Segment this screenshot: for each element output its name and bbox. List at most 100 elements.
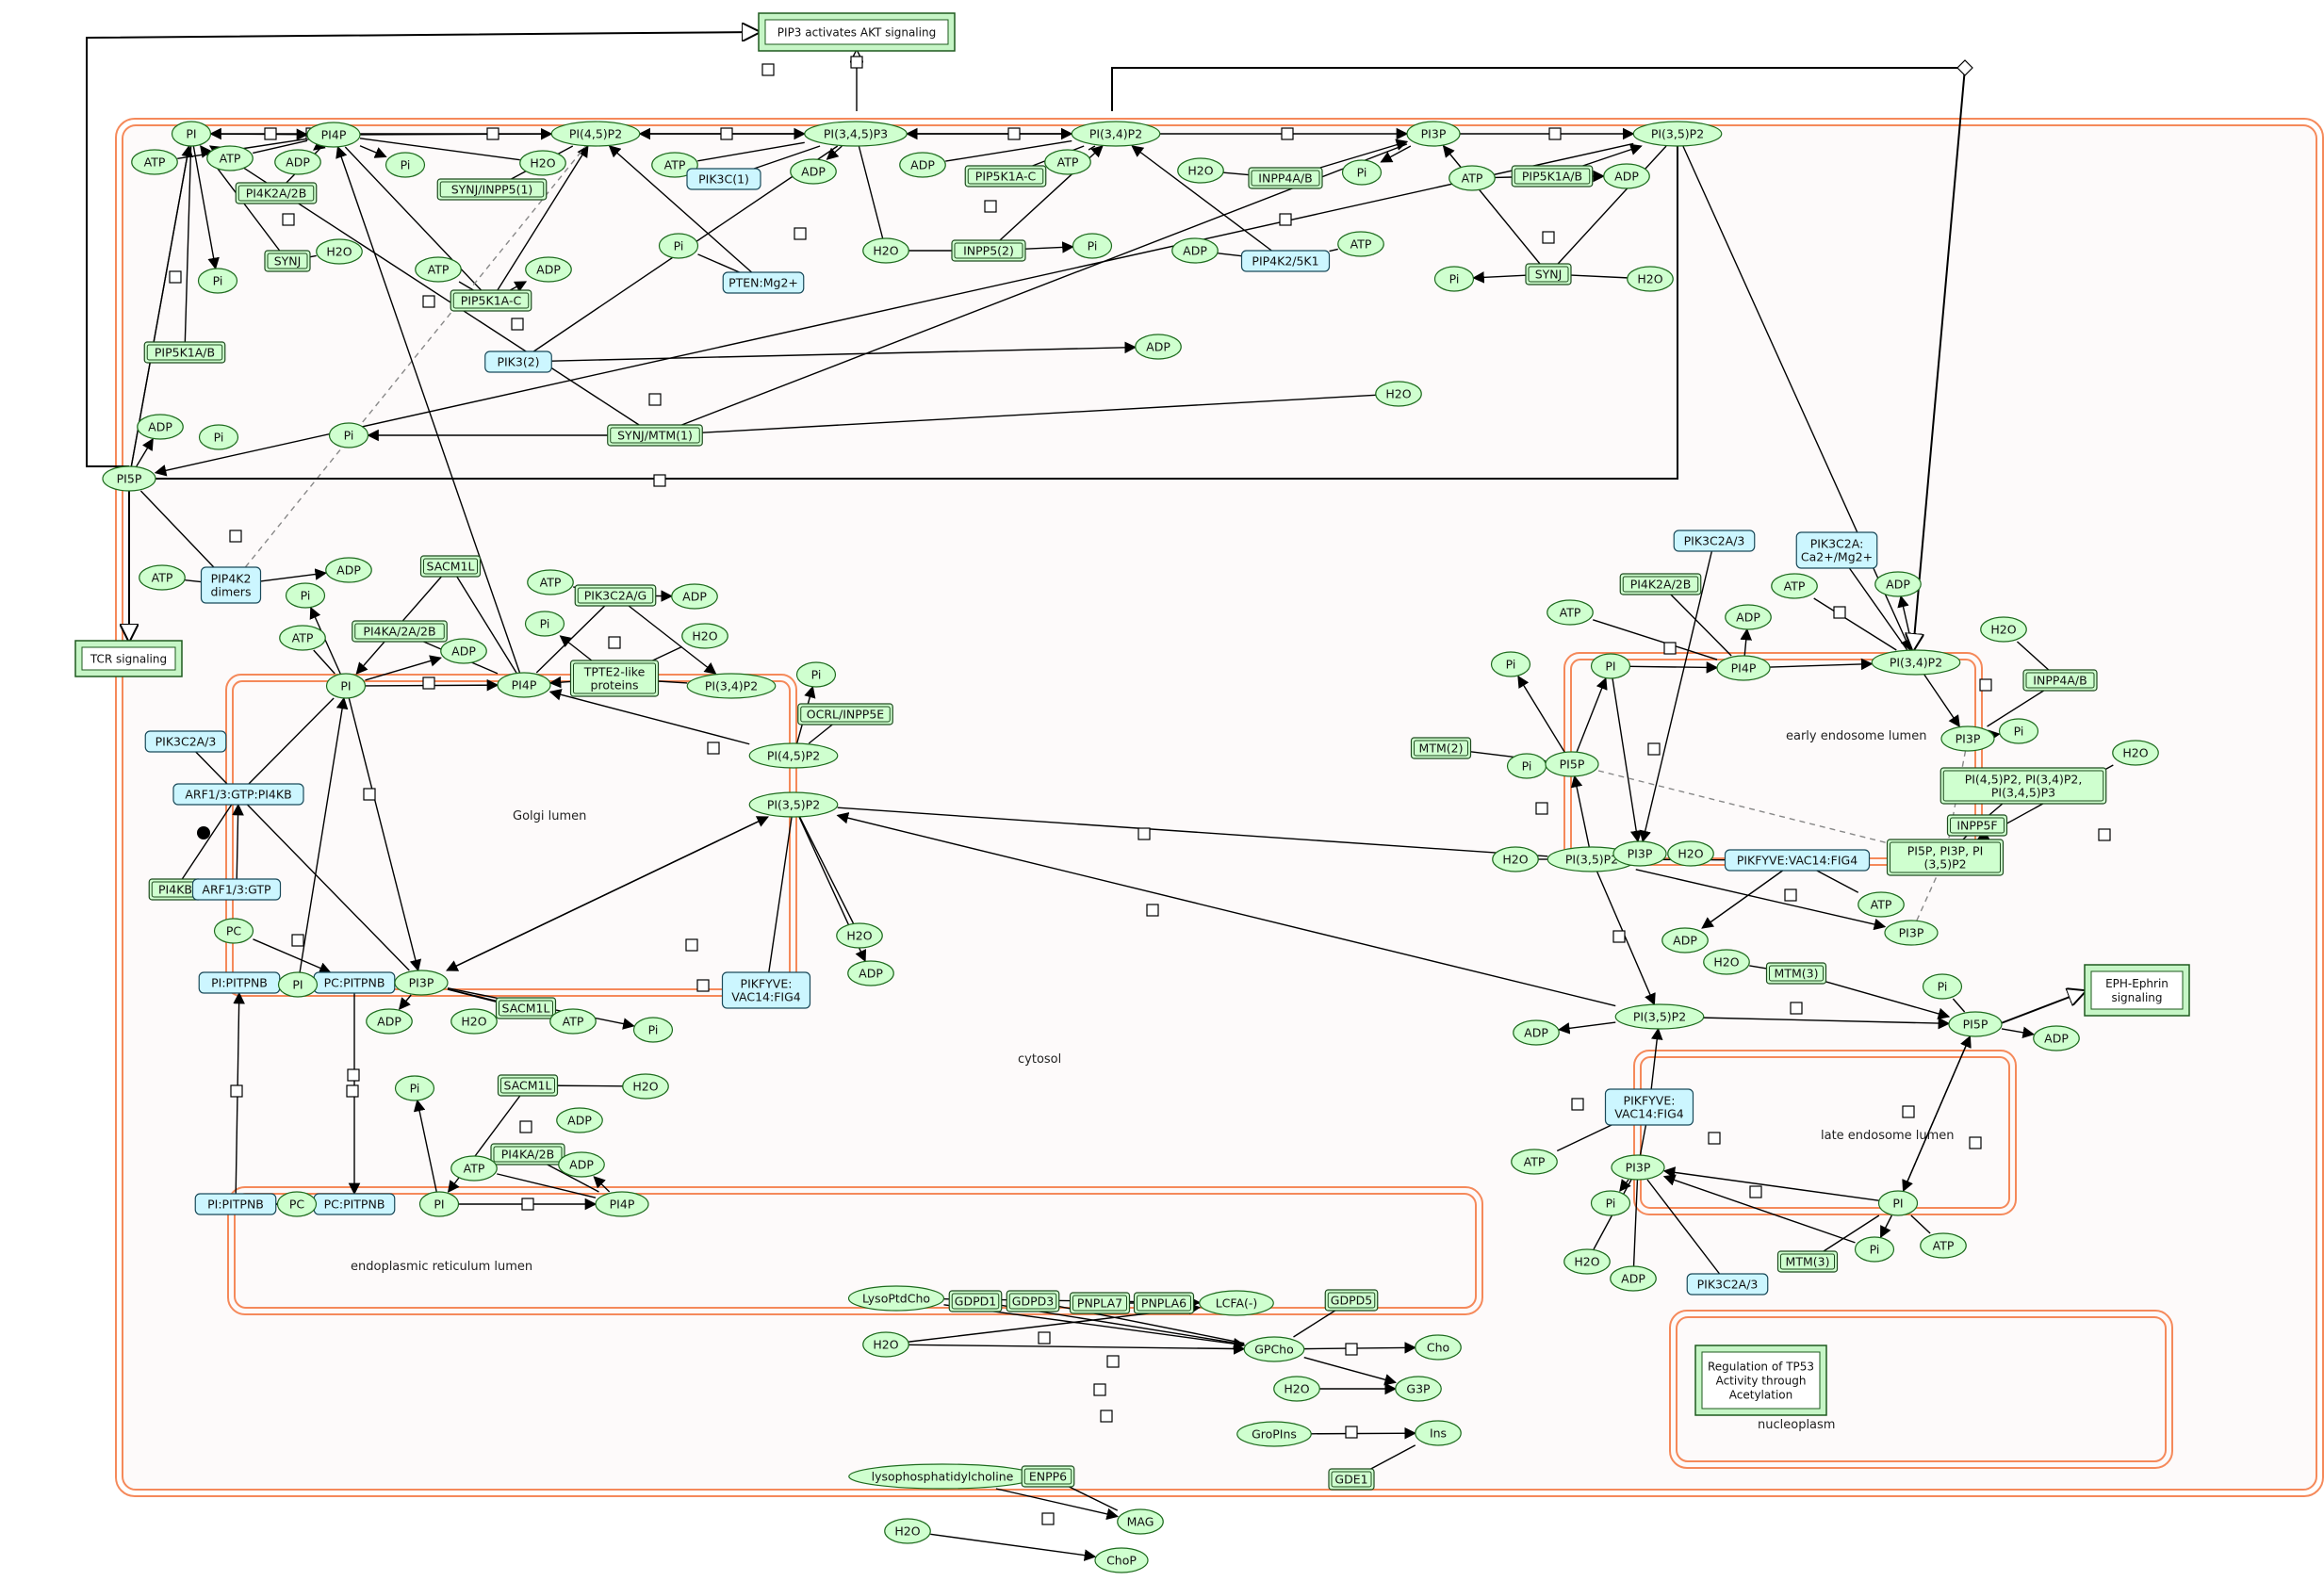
reaction-node[interactable] bbox=[1146, 904, 1159, 917]
entity-chem-pi4p_er[interactable]: PI4P bbox=[595, 1191, 649, 1217]
entity-chem-atp_4[interactable]: ATP bbox=[651, 152, 698, 178]
entity-chem-pi_pr6[interactable]: Pi bbox=[1854, 1236, 1895, 1263]
reaction-node[interactable] bbox=[761, 63, 775, 76]
entity-chem-pi_p2[interactable]: Pi bbox=[197, 268, 238, 294]
entity-complex-mtm3_1[interactable]: MTM(3) bbox=[1765, 962, 1827, 985]
entity-chem-groplns[interactable]: GroPIns bbox=[1236, 1421, 1312, 1447]
entity-chem-h2o_r1[interactable]: H2O bbox=[1980, 616, 2027, 643]
reaction-node[interactable] bbox=[1279, 213, 1292, 226]
entity-chem-pi35p2_a[interactable]: PI(3,5)P2 bbox=[1632, 121, 1723, 147]
reaction-node[interactable] bbox=[264, 127, 277, 140]
entity-complex-pi4ka2a2b[interactable]: PI4KA/2A/2B bbox=[352, 620, 448, 643]
reaction-node[interactable] bbox=[1647, 742, 1661, 756]
entity-chem-h2o_g3[interactable]: H2O bbox=[450, 1008, 498, 1035]
reaction-node[interactable] bbox=[1749, 1185, 1762, 1198]
entity-protein-pik3c2a3_1[interactable]: PIK3C2A/3 bbox=[144, 730, 227, 753]
entity-chem-pi_p8[interactable]: Pi bbox=[328, 422, 369, 448]
entity-chem-atp_7[interactable]: ATP bbox=[1448, 165, 1496, 191]
entity-chem-pi_pr3[interactable]: Pi bbox=[1506, 753, 1547, 779]
entity-chem-pi_p5[interactable]: Pi bbox=[1341, 159, 1383, 186]
entity-complex-pi4k2a2b_2[interactable]: PI4K2A/2B bbox=[1619, 573, 1702, 595]
entity-chem-atp_g3[interactable]: ATP bbox=[549, 1008, 597, 1035]
entity-chem-h2o_r5[interactable]: H2O bbox=[1703, 949, 1750, 975]
entity-chem-adp_r3[interactable]: ADP bbox=[1661, 927, 1709, 953]
reaction-node[interactable] bbox=[1100, 1410, 1113, 1423]
entity-chem-pi34p2_r[interactable]: PI(3,4)P2 bbox=[1871, 649, 1961, 676]
entity-chem-h2o_e1[interactable]: H2O bbox=[622, 1073, 669, 1100]
entity-chem-h2o_2[interactable]: H2O bbox=[316, 238, 363, 265]
entity-chem-atp_r4[interactable]: ATP bbox=[1511, 1149, 1558, 1175]
entity-protein-pi_pitpnb_2[interactable]: PI:PITPNB bbox=[194, 1193, 277, 1215]
entity-chem-adp_r6[interactable]: ADP bbox=[1610, 1265, 1657, 1292]
reaction-node[interactable] bbox=[1708, 1132, 1721, 1145]
reaction-node[interactable] bbox=[1345, 1426, 1358, 1439]
entity-chem-pi_r1[interactable]: PI bbox=[1590, 653, 1631, 679]
reaction-node[interactable] bbox=[169, 270, 182, 284]
entity-chem-h2o_l3[interactable]: H2O bbox=[884, 1518, 931, 1544]
reaction-node[interactable] bbox=[653, 474, 666, 487]
entity-chem-adp_r2[interactable]: ADP bbox=[1874, 571, 1922, 597]
reaction-node[interactable] bbox=[1137, 827, 1151, 840]
entity-chem-adp_g5[interactable]: ADP bbox=[556, 1107, 603, 1133]
entity-chem-h2o_r4[interactable]: H2O bbox=[1667, 840, 1714, 867]
entity-protein-pikfyve_3[interactable]: PIKFYVE:VAC14:FIG4 bbox=[1604, 1088, 1694, 1126]
entity-complex-enpp6[interactable]: ENPP6 bbox=[1021, 1465, 1075, 1488]
reaction-node[interactable] bbox=[850, 56, 863, 69]
entity-chem-pc_er[interactable]: PC bbox=[276, 1191, 318, 1217]
reaction-node[interactable] bbox=[1281, 127, 1294, 140]
entity-chem-cho[interactable]: Cho bbox=[1415, 1334, 1462, 1361]
reaction-node[interactable] bbox=[346, 1084, 359, 1098]
entity-complex-inpp5_2[interactable]: INPP5(2) bbox=[951, 239, 1026, 262]
entity-chem-pi4p_r[interactable]: PI4P bbox=[1716, 655, 1771, 681]
entity-protein-pip4k25k1[interactable]: PIP4K2/5K1 bbox=[1240, 250, 1331, 272]
entity-chem-h2o_5[interactable]: H2O bbox=[1627, 266, 1674, 292]
entity-chem-pi_pg1[interactable]: Pi bbox=[285, 582, 326, 609]
entity-complex-pi_mix1[interactable]: PI(4,5)P2, PI(3,4)P2,PI(3,4,5)P3 bbox=[1939, 767, 2107, 805]
entity-chem-atp_3[interactable]: ATP bbox=[415, 256, 462, 283]
reaction-node[interactable] bbox=[1038, 1331, 1051, 1345]
entity-chem-adp_r4[interactable]: ADP bbox=[1513, 1019, 1560, 1046]
reaction-node[interactable] bbox=[1041, 1512, 1055, 1525]
entity-complex-inpp4ab_2[interactable]: INPP4A/B bbox=[2022, 669, 2098, 692]
entity-chem-pi_c1[interactable]: PI bbox=[277, 971, 319, 998]
entity-chem-pi4p_a[interactable]: PI4P bbox=[306, 122, 361, 148]
reaction-node[interactable] bbox=[519, 1120, 532, 1133]
reaction-node[interactable] bbox=[984, 200, 997, 213]
entity-complex-synj_1[interactable]: SYNJ bbox=[264, 250, 311, 272]
entity-chem-adp_6[interactable]: ADP bbox=[1135, 334, 1182, 360]
entity-chem-h2o_1[interactable]: H2O bbox=[519, 150, 566, 176]
entity-chem-pi_pr2[interactable]: Pi bbox=[1998, 718, 2039, 744]
entity-chem-gpcho[interactable]: GPCho bbox=[1243, 1336, 1305, 1362]
reaction-node[interactable] bbox=[794, 227, 807, 240]
binding-reaction-node[interactable] bbox=[197, 826, 210, 839]
entity-protein-pi_pitpnb_1[interactable]: PI:PITPNB bbox=[198, 971, 281, 994]
entity-chem-h2o_6[interactable]: H2O bbox=[1375, 381, 1422, 407]
entity-complex-pi4kb[interactable]: PI4KB bbox=[148, 878, 203, 901]
entity-complex-ocrl[interactable]: OCRL/INPP5E bbox=[797, 703, 893, 725]
reaction-node[interactable] bbox=[1345, 1343, 1358, 1356]
entity-chem-atp_g2[interactable]: ATP bbox=[527, 569, 574, 595]
entity-chem-adp_r1[interactable]: ADP bbox=[1725, 604, 1772, 630]
entity-protein-pik3c1[interactable]: PIK3C(1) bbox=[686, 168, 761, 190]
entity-chem-h2o_g1[interactable]: H2O bbox=[681, 623, 728, 649]
entity-chem-atp_5[interactable]: ATP bbox=[1044, 149, 1091, 175]
reaction-node[interactable] bbox=[1790, 1002, 1803, 1015]
entity-chem-pi_p1[interactable]: Pi bbox=[385, 152, 426, 178]
entity-chem-h2o_r3[interactable]: H2O bbox=[1492, 846, 1539, 872]
entity-chem-pi5p_r1[interactable]: PI5P bbox=[1545, 751, 1599, 777]
reaction-node[interactable] bbox=[1542, 231, 1555, 244]
entity-protein-pikfyve_1[interactable]: PIKFYVE:VAC14:FIG4 bbox=[721, 971, 811, 1009]
entity-complex-pip5k1ac_2[interactable]: PIP5K1A-C bbox=[964, 165, 1047, 187]
entity-complex-sacm1l_3[interactable]: SACM1L bbox=[497, 1074, 559, 1097]
entity-chem-h2o_4[interactable]: H2O bbox=[1177, 157, 1224, 184]
entity-complex-synj_2[interactable]: SYNJ bbox=[1525, 263, 1572, 285]
entity-complex-pi_mix2[interactable]: PI5P, PI3P, PI(3,5)P2 bbox=[1886, 839, 2005, 876]
entity-chem-chop[interactable]: ChoP bbox=[1094, 1547, 1149, 1573]
entity-chem-atp_6[interactable]: ATP bbox=[1337, 231, 1384, 257]
reaction-node[interactable] bbox=[1571, 1098, 1584, 1111]
entity-protein-arf_gtp[interactable]: ARF1/3:GTP bbox=[191, 878, 282, 901]
pathway-link-tcr[interactable]: TCR signaling bbox=[74, 640, 183, 677]
entity-chem-adp_1[interactable]: ADP bbox=[274, 149, 321, 175]
